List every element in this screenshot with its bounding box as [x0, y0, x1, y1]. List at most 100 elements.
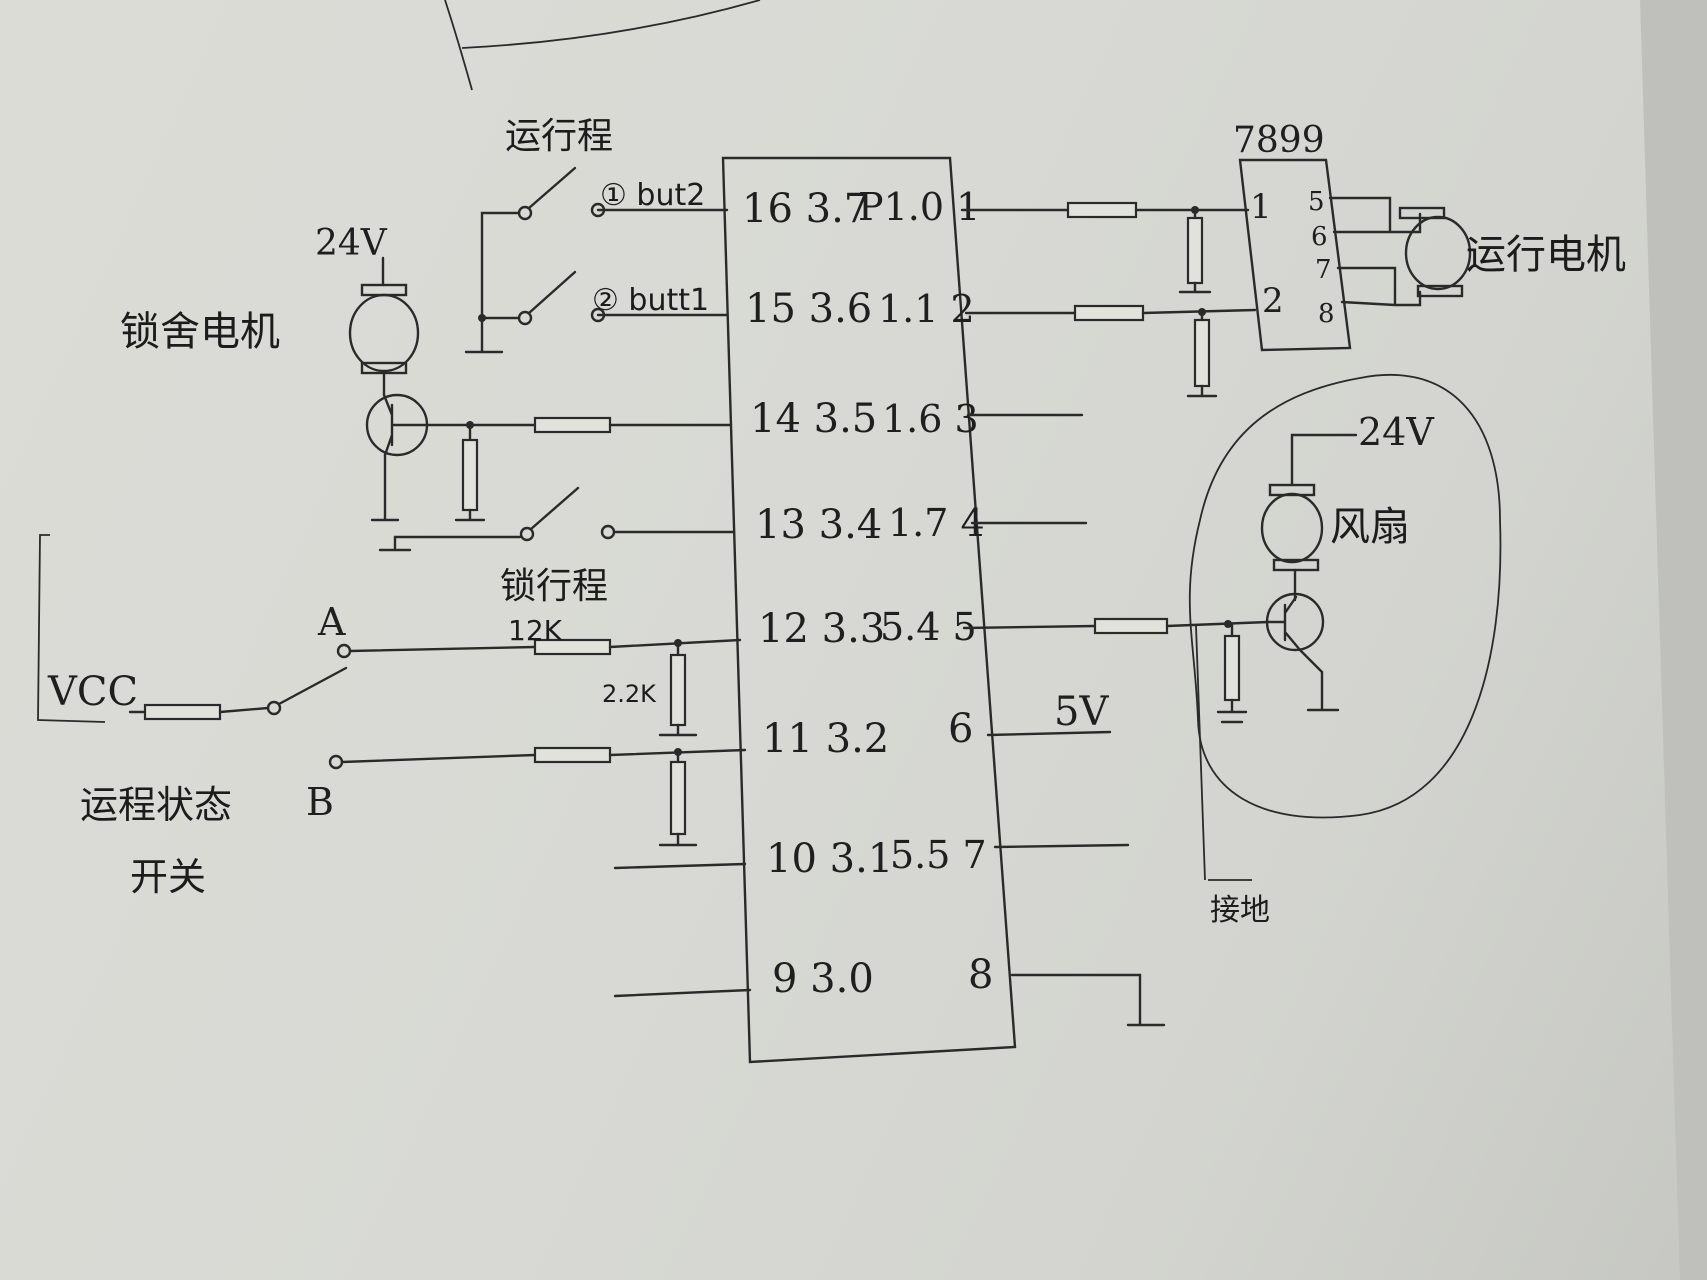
resistor [1186, 216, 1204, 285]
resistor [669, 760, 687, 836]
ic-right-pin: 1.1 2 [878, 287, 975, 331]
motor-driver-chip [1238, 158, 1352, 352]
ground-symbol [1178, 208, 1212, 294]
resistor [1073, 304, 1145, 322]
motor-brush-top [360, 283, 408, 297]
but2-label: ① but2 [600, 178, 705, 213]
ic-right-pin: 5.5 7 [890, 833, 987, 877]
junction [1224, 620, 1232, 628]
ic-right-pin: 1.7 4 [888, 501, 985, 545]
but1-label: ② butt1 [592, 283, 709, 318]
resistor [143, 703, 222, 721]
limit-switch-run [527, 166, 577, 210]
ic-right-pin-labels: P1.0 1 1.1 2 1.6 3 1.7 4 5.4 5 6 5.5 7 8 [858, 185, 993, 998]
junction [478, 314, 486, 322]
stray-pen-mark-2 [461, 0, 761, 49]
wire-pin9 [613, 988, 752, 998]
ic-left-pin: 11 3.2 [762, 716, 889, 762]
fan-transistor-ground [1298, 648, 1340, 712]
wire-driver-out-a [1328, 196, 1422, 234]
wire-p55 [993, 843, 1130, 849]
wire-fan-24v [1290, 433, 1358, 487]
b-label: B [306, 780, 334, 824]
resistor [533, 416, 612, 434]
switch-contact [590, 202, 606, 218]
resistor [1093, 617, 1169, 635]
resistor [1223, 634, 1241, 702]
wire-fan-base [1165, 620, 1270, 628]
v24-left-label: 24V [315, 223, 388, 264]
wire-vcc-switch [218, 706, 270, 714]
run-motor-icon [1404, 215, 1472, 291]
a-label: A [317, 600, 346, 644]
run-motor-label: 运行电机 [1466, 232, 1626, 278]
v24-right-label: 24V [1358, 410, 1434, 454]
resistor [1193, 318, 1211, 388]
ic-left-pin-labels: 16 3.7 15 3.6 14 3.5 13 3.4 12 3.3 11 3.… [742, 186, 893, 1002]
wire-p54 [962, 624, 1097, 630]
switch-label-2: 开关 [130, 855, 206, 899]
transistor-leads [1266, 595, 1302, 652]
ground-note: 接地 [1210, 893, 1270, 928]
switch-contact-a [336, 643, 352, 659]
ic-right-pin: 5.4 5 [880, 605, 977, 649]
wire-b [340, 753, 537, 764]
vcc-label: VCC [47, 669, 138, 715]
ground-symbol [1186, 310, 1218, 398]
lock-motor-label: 锁舍电机 [120, 309, 280, 355]
driver-pin: 6 [1311, 222, 1328, 252]
wire-ground-pin8 [1010, 973, 1166, 1027]
resistor-2.2k [669, 653, 687, 727]
wire-a [348, 645, 537, 653]
stray-pen-mark [444, 0, 473, 91]
switch-pivot [519, 526, 535, 542]
pulldown-ground [454, 508, 486, 522]
resistor [533, 746, 612, 764]
resistor [1066, 201, 1138, 219]
ground-symbol [1216, 622, 1248, 724]
resistor [461, 438, 479, 512]
paper-edge-shadow [1640, 0, 1707, 1280]
ic-left-pin: 10 3.1 [766, 836, 893, 882]
ic-right-pin: P1.0 1 [858, 185, 980, 229]
ic-right-pin: 6 [948, 706, 973, 752]
wire-driver-out-b [1336, 266, 1422, 307]
transistor-ground [370, 453, 400, 522]
ic-left-pin: 13 3.4 [755, 502, 882, 548]
mode-switch [277, 666, 348, 706]
run-limit-label: 运行程 [505, 116, 613, 157]
ground-symbol [658, 832, 698, 847]
wire-pin10 [613, 862, 747, 870]
v5-label: 5V [1054, 689, 1109, 735]
driver-pin: 7 [1315, 255, 1332, 285]
fan-circuit-highlight [1188, 373, 1502, 819]
motor-brush-bottom [1416, 284, 1464, 298]
r22k-label: 2.2K [602, 680, 657, 708]
driver-pin: 1 [1250, 187, 1272, 227]
switch-label-1: 运程状态 [80, 783, 232, 827]
fan-motor-icon [1260, 492, 1324, 564]
ic-right-pin: 8 [968, 952, 993, 998]
lock-limit-label: 锁行程 [500, 566, 608, 607]
driver-name: 7899 [1233, 120, 1325, 161]
lock-motor-icon [348, 293, 420, 373]
ic-left-pin: 16 3.7 [742, 186, 869, 232]
ic-left-pin: 12 3.3 [758, 606, 885, 652]
wire-switch-common [480, 211, 521, 354]
vcc-bracket [37, 534, 106, 723]
switch-contact-b [328, 754, 344, 770]
switch-contact [590, 307, 606, 323]
ic-left-pin: 15 3.6 [745, 286, 872, 332]
r12k-label: 12K [508, 614, 563, 647]
ground-symbol [658, 723, 698, 737]
driver-pin: 5 [1308, 187, 1325, 217]
transistor-leads [382, 393, 429, 457]
mcu-chip [721, 156, 1017, 1064]
fan-label: 风扇 [1330, 504, 1410, 550]
ground-note-wire [1195, 625, 1252, 881]
motor-brush-top [1398, 206, 1446, 220]
driver-pin: 8 [1318, 299, 1335, 329]
ground-symbol [378, 535, 412, 552]
